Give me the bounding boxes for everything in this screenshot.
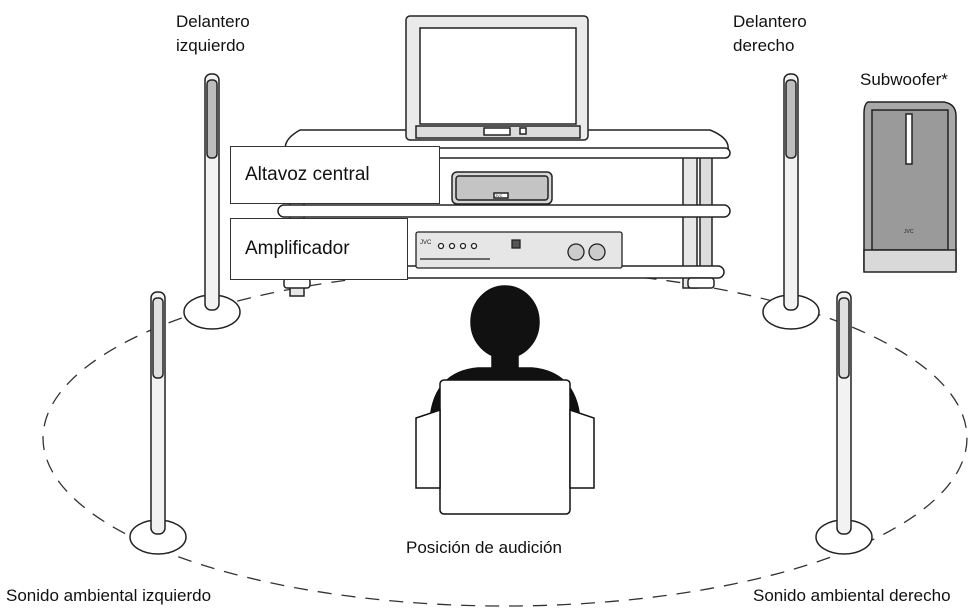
subwoofer-label: Subwoofer* [860,70,948,89]
amplifier-brand: JVC [420,240,432,246]
surround-right-speaker [815,291,873,555]
listening-position-label: Posición de audición [406,538,562,557]
amplifier-label: Amplificador [245,238,350,259]
center-speaker [451,171,553,205]
center-speaker-brand: JVC [495,193,503,198]
front-left-speaker [183,73,241,330]
television [405,15,589,141]
front-right-label-line1: Delantero [733,12,807,31]
listener-figure [415,285,595,515]
surround-right-label: Sonido ambiental derecho [753,586,951,605]
surround-left-label: Sonido ambiental izquierdo [6,586,212,605]
front-left-label-line2: izquierdo [176,36,245,55]
surround-left-speaker [129,291,187,555]
front-right-label: Delantero derecho [733,10,807,58]
amplifier-label-box: Amplificador [230,218,408,280]
center-speaker-label-box: Altavoz central [230,146,440,204]
center-speaker-label: Altavoz central [245,164,370,185]
front-right-speaker [762,73,820,330]
front-left-label: Delantero izquierdo [176,10,250,58]
subwoofer-unit [863,101,957,273]
amplifier-unit [415,231,623,269]
subwoofer-brand: JVC [904,229,914,235]
front-right-label-line2: derecho [733,36,795,55]
front-left-label-line1: Delantero [176,12,250,31]
